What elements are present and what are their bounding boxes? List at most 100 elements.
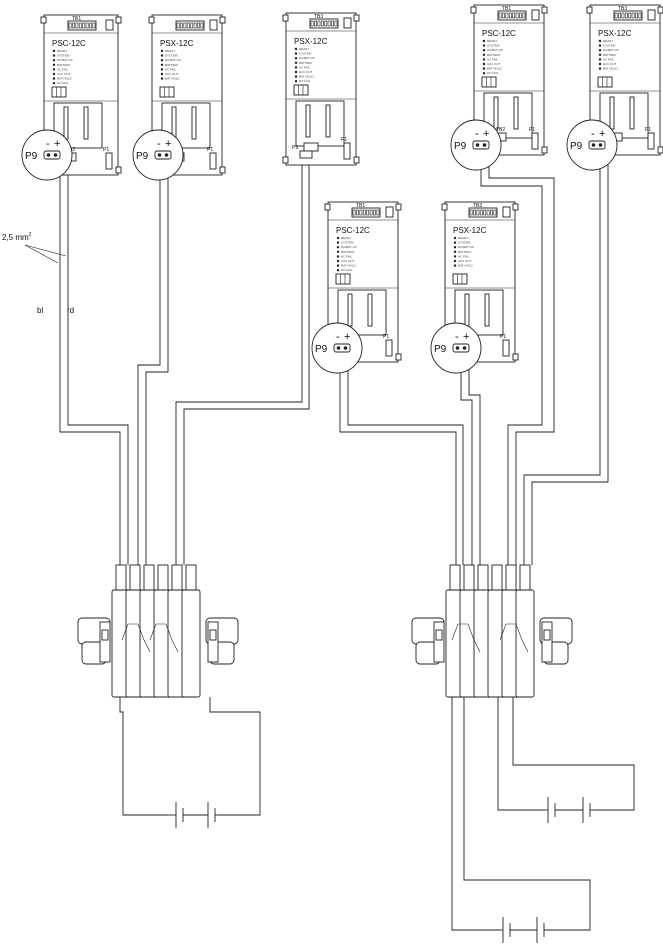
led-label: DC/BAT OK	[57, 58, 73, 62]
p9-minus-sign: -	[455, 331, 459, 343]
led-label: BATTERY	[299, 61, 313, 65]
led-label: READY	[299, 47, 309, 51]
led-indicator	[482, 49, 486, 52]
p9-connector	[472, 140, 490, 150]
wire-red-label: rd	[67, 306, 74, 315]
module-title: PSX-12C	[598, 29, 632, 38]
terminal-label-p1: P1	[645, 127, 651, 133]
p9-minus-sign: -	[46, 138, 50, 150]
p9-callout-m4: P9-+	[450, 119, 502, 171]
led-indicator	[598, 39, 602, 43]
wire-m5-plus	[531, 152, 609, 565]
led-label: SYSTEM	[603, 44, 616, 48]
led-indicator	[294, 80, 298, 83]
led-indicator	[482, 39, 486, 43]
wire-m4-plus	[488, 152, 555, 565]
p9-label: P9	[25, 151, 38, 162]
led-label: AUX OUT	[458, 259, 472, 263]
module-title: PSC-12C	[336, 226, 370, 235]
terminal-label-p1: P1	[103, 147, 109, 153]
p9-label-small: P9	[292, 145, 298, 151]
led-label: READY	[165, 49, 175, 53]
led-indicator	[160, 72, 164, 76]
led-indicator	[52, 72, 56, 76]
led-indicator	[294, 61, 298, 64]
led-label: AUX OUT	[165, 72, 179, 76]
led-label: SYSTEM	[57, 54, 70, 58]
terminal-label-top: TB1	[72, 16, 81, 22]
battery-left	[168, 802, 218, 828]
p9-minus-sign: -	[157, 138, 161, 150]
led-label: READY	[603, 39, 613, 43]
led-label: READY	[57, 49, 67, 53]
wire-size-label: 2,5 mm2	[2, 232, 32, 242]
led-label: BATTERY	[341, 250, 355, 254]
led-indicator	[294, 66, 298, 69]
wire-m6-plus	[347, 352, 464, 565]
p9-plus-sign: +	[483, 128, 489, 140]
led-indicator	[336, 241, 340, 244]
battery-right-1	[545, 797, 595, 823]
led-label: SYSTEM	[487, 44, 500, 48]
led-label: DC/BAT OK	[458, 245, 474, 249]
module-title: PSX-12C	[160, 39, 194, 48]
p9-label: P9	[570, 141, 583, 152]
p9-connector	[333, 343, 351, 353]
led-label: DO FAIL	[57, 81, 69, 85]
led-indicator	[52, 82, 56, 85]
p9-callouts: P9-+P9-+P9-+P9-+P9-+P9-+	[21, 119, 618, 374]
led-indicator	[52, 77, 56, 80]
p9-label: P9	[315, 344, 328, 355]
led-indicator	[598, 44, 602, 47]
led-indicator	[598, 67, 602, 70]
wire-m6-minus	[339, 352, 457, 565]
led-indicator	[453, 246, 457, 249]
led-indicator	[336, 269, 340, 272]
led-indicator	[453, 236, 457, 240]
led-label: SYSTEM	[341, 241, 354, 245]
led-label: AUX OUT	[603, 62, 617, 66]
led-label: BATTERY	[603, 53, 617, 57]
wire-size-leader-2	[24, 244, 67, 257]
led-indicator	[160, 77, 164, 80]
led-label: AC FAIL	[603, 57, 615, 61]
led-indicator	[453, 250, 457, 253]
led-label: AC FAIL	[57, 67, 69, 71]
led-indicator	[482, 67, 486, 70]
led-label: AC FAIL	[165, 67, 177, 71]
led-indicator	[453, 241, 457, 244]
led-indicator	[294, 47, 298, 51]
module-title: PSX-12C	[453, 226, 487, 235]
wire-battery-right2-b	[463, 697, 591, 931]
wire-battery-left-b	[209, 697, 261, 816]
wiring	[59, 152, 635, 931]
led-indicator	[294, 57, 298, 60]
wire-m2-minus	[137, 172, 161, 565]
wire-m3-plus	[183, 162, 310, 565]
wire-m4-minus	[480, 152, 543, 565]
led-label: BAT HOLD	[603, 67, 619, 71]
batteries	[168, 797, 595, 943]
wire-m1-minus	[59, 172, 121, 565]
led-indicator	[336, 259, 340, 263]
led-label: AUX OUT	[299, 70, 313, 74]
p9-plus-sign: +	[54, 138, 60, 150]
led-label: SYSTEM	[165, 54, 178, 58]
p9-connector	[452, 343, 470, 353]
terminal-label-top: TB3	[618, 6, 627, 12]
p9-connector	[43, 150, 61, 160]
led-label: AUX OUT	[57, 72, 71, 76]
led-indicator	[52, 54, 56, 57]
led-label: AC FAIL	[458, 254, 470, 258]
distribution-block-right	[411, 564, 573, 698]
distribution-blocks	[77, 564, 573, 698]
terminal-label-top: TB1	[356, 203, 365, 209]
led-label: DC/BAT OK	[487, 48, 503, 52]
p9-plus-sign: +	[165, 138, 171, 150]
led-indicator	[453, 264, 457, 267]
p9-label: P9	[454, 141, 467, 152]
led-indicator	[160, 68, 164, 71]
terminal-label-p1: P1	[500, 334, 506, 340]
led-indicator	[453, 255, 457, 258]
